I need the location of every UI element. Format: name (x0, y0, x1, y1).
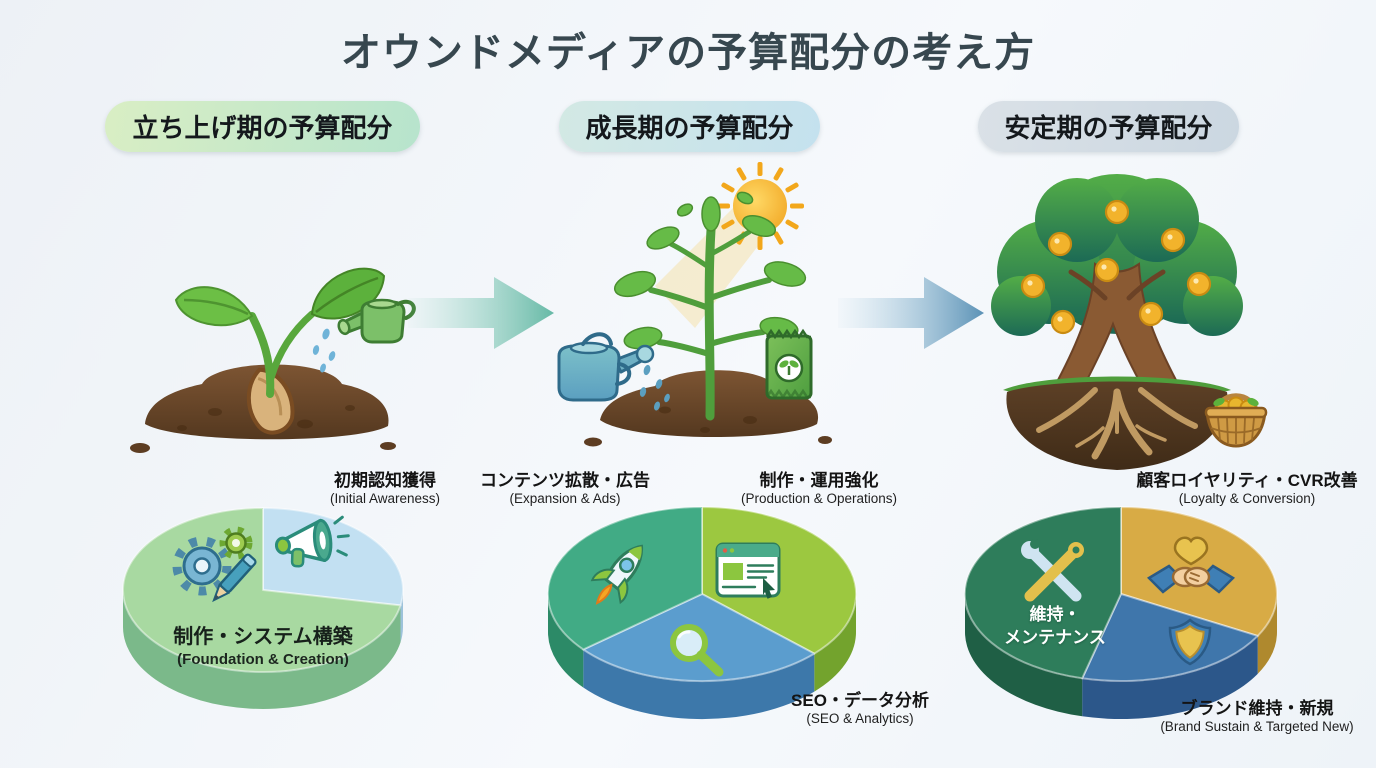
soil-crumb (584, 437, 602, 447)
callout-sublabel: (Loyalty & Conversion) (1178, 491, 1316, 507)
callout-production-operations: 制作・運用強化 (Production & Operations) (714, 470, 924, 508)
fruit-highlights (1027, 206, 1199, 322)
callout-label: 制作・運用強化 (759, 471, 879, 490)
callout-expansion-ads: コンテンツ拡散・広告 (Expansion & Ads) (465, 470, 665, 508)
stage-pill-launch: 立ち上げ期の予算配分 (105, 101, 420, 152)
callout-sublabel: (Production & Operations) (740, 491, 898, 507)
seedling-illustration (130, 267, 416, 453)
arrow-right-icon (838, 277, 984, 349)
soil-crumb (818, 436, 832, 444)
soil-speckles (177, 405, 355, 431)
fruit-tree-illustration (991, 174, 1268, 470)
pie-slices (546, 506, 858, 720)
pie-center-label: 制作・システム構築 (173, 626, 353, 648)
pie-center-label-foundation: 制作・システム構築 (Foundation & Creation) (133, 624, 393, 670)
callout-label: ブランド維持・新規 (1180, 699, 1334, 718)
tree-canopy (991, 174, 1243, 336)
callout-initial-awareness: 初期認知獲得 (Initial Awareness) (285, 470, 485, 508)
callout-loyalty-conversion: 顧客ロイヤリティ・CVR改善 (Loyalty & Conversion) (1116, 470, 1376, 508)
arrow-right-icon (408, 277, 554, 349)
callout-label: SEO・データ分析 (791, 691, 929, 710)
megaphone-icon (274, 515, 350, 568)
seed-icon (246, 367, 295, 435)
magnifier-icon (670, 624, 724, 677)
stage-pill-growth: 成長期の予算配分 (559, 101, 820, 152)
gears-and-pencil-icon (172, 526, 257, 603)
watering-can-icon (337, 298, 416, 344)
growing-plant-illustration (557, 162, 832, 447)
fruits (1020, 199, 1212, 335)
tools-icon (1021, 539, 1084, 602)
rocket-icon (590, 544, 643, 605)
sprout-icon (174, 267, 386, 398)
callout-sublabel: (SEO & Analytics) (806, 711, 914, 727)
fertilizer-bag-icon (765, 328, 813, 400)
watering-can-icon (557, 332, 655, 402)
callout-label: 顧客ロイヤリティ・CVR改善 (1136, 471, 1358, 490)
web-page-icon (715, 542, 781, 599)
pie-center-label-line2: メンテナンス (1004, 627, 1106, 647)
pie-chart-launch (122, 507, 404, 709)
callout-sublabel: (Expansion & Ads) (509, 491, 621, 507)
pie-chart-stable (963, 505, 1278, 720)
callout-label: コンテンツ拡散・広告 (480, 471, 650, 490)
callout-brand-sustain: ブランド維持・新規 (Brand Sustain & Targeted New) (1126, 698, 1376, 736)
pie-chart-growth (546, 506, 858, 720)
stage-pill-launch-label: 立ち上げ期の予算配分 (132, 113, 393, 143)
shield-icon (1168, 618, 1212, 666)
fruit-basket-icon (1204, 393, 1268, 448)
stage-pill-growth-label: 成長期の予算配分 (585, 113, 794, 143)
soil-crumb (380, 442, 396, 450)
water-drops-icon (639, 364, 670, 411)
handshake-heart-icon (1146, 536, 1236, 594)
callout-label: 初期認知獲得 (334, 471, 436, 490)
stage-pill-stable: 安定期の予算配分 (978, 101, 1239, 152)
page-title: オウンドメディアの予算配分の考え方 (340, 31, 1036, 75)
pie-center-sublabel: (Foundation & Creation) (177, 651, 349, 668)
soil-speckles (659, 406, 757, 433)
callout-sublabel: (Initial Awareness) (329, 491, 441, 507)
water-drops-icon (312, 328, 336, 373)
callout-sublabel: (Brand Sustain & Targeted New) (1160, 719, 1354, 735)
pie-slices (122, 507, 404, 709)
pie-center-label-line1: 維持・ (1029, 605, 1081, 624)
stage-pill-stable-label: 安定期の予算配分 (1004, 113, 1213, 143)
soil-crumb (130, 443, 150, 453)
callout-seo-analytics: SEO・データ分析 (SEO & Analytics) (760, 690, 960, 728)
pie-center-label-maintenance: 維持・ メンテナンス (975, 604, 1135, 650)
tree-trunk (1055, 262, 1179, 386)
roots (1036, 387, 1198, 460)
